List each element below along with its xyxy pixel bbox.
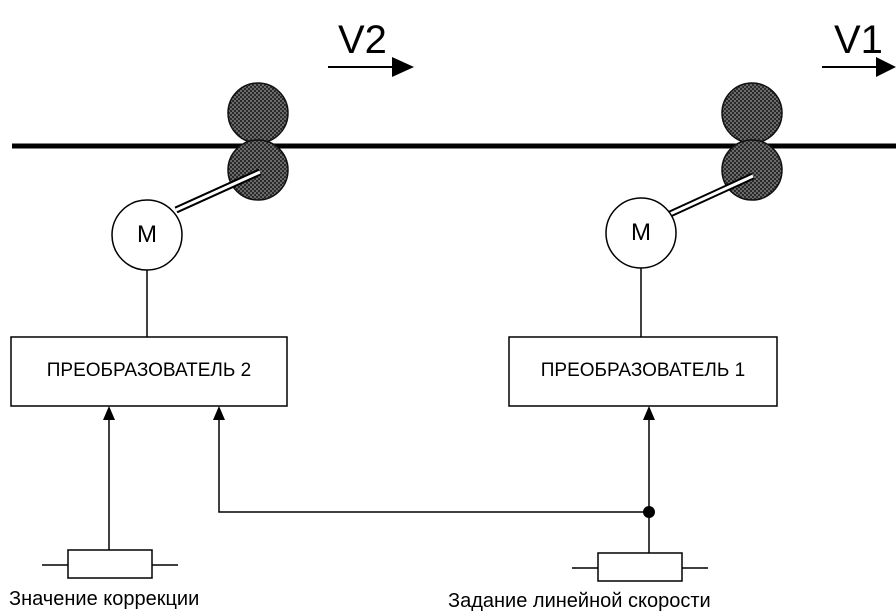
junction-dot [643, 506, 655, 518]
converter-2-label: ПРЕОБРАЗОВАТЕЛЬ 2 [46, 360, 252, 381]
converter-2-box [10, 336, 288, 407]
roller-pair-2 [227, 82, 289, 201]
converter-1-label: ПРЕОБРАЗОВАТЕЛЬ 1 [540, 360, 746, 381]
correction-signal [103, 406, 115, 560]
converter-1-box [508, 336, 778, 407]
line-speed-resistor [572, 552, 708, 582]
correction-caption: Значение коррекции [9, 588, 200, 610]
motor-1-label: M [631, 219, 651, 246]
speed-label-v1: V1 [834, 18, 883, 62]
shaft-2 [174, 168, 262, 214]
arrow-v2 [328, 57, 414, 77]
arrow-v1 [822, 57, 896, 77]
line-speed-signal [643, 406, 655, 560]
roller-pair-1 [721, 82, 783, 201]
correction-resistor [42, 549, 178, 579]
line-speed-caption: Задание линейной скорости [448, 590, 711, 612]
speed-label-v2: V2 [338, 18, 387, 62]
motor-2-label: M [137, 221, 157, 248]
speed-branch [213, 406, 655, 518]
shaft-1 [668, 172, 755, 218]
